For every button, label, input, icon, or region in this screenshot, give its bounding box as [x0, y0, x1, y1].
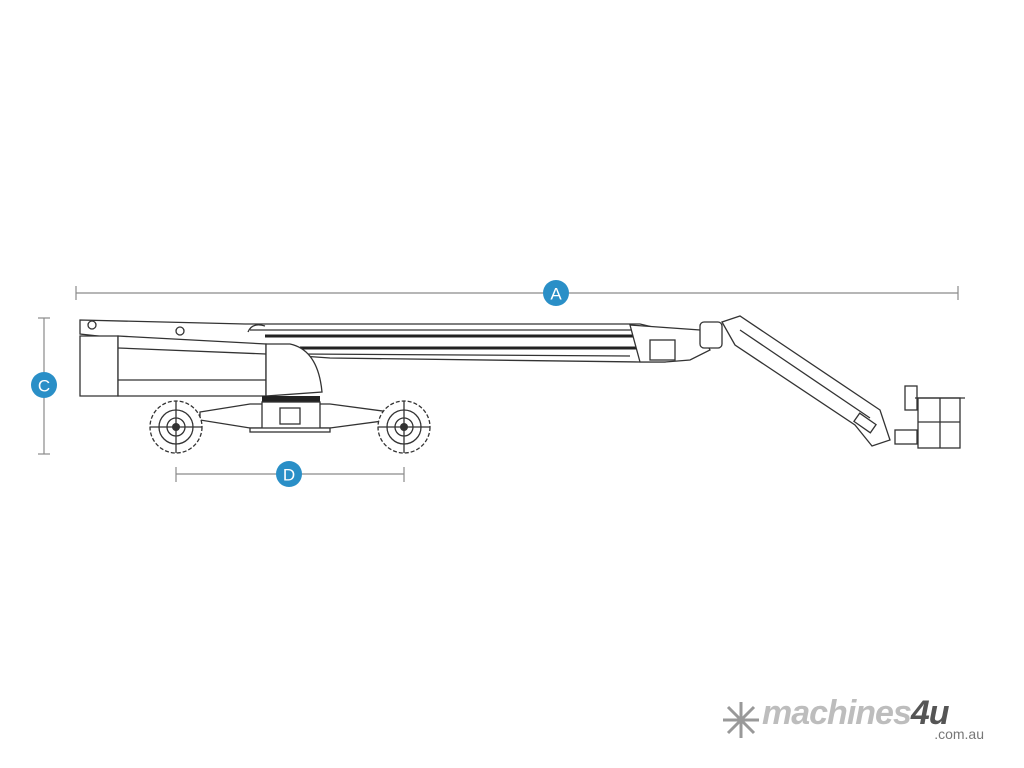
dimension-c: C: [31, 317, 57, 455]
badge-c-label: C: [38, 377, 50, 396]
brand-domain: .com.au: [934, 726, 984, 742]
badge-c: [31, 372, 57, 398]
brand-main: machines: [762, 694, 912, 732]
machines4u-watermark: machines4u .com.au: [724, 694, 994, 746]
front-wheel: [149, 400, 203, 454]
brand-accent: 4u: [910, 694, 950, 732]
badge-a-label: A: [550, 285, 562, 304]
badge-d: [276, 461, 302, 487]
boom-lift-drawing: [79, 315, 965, 454]
machines4u-logo-icon: [723, 702, 759, 738]
badge-d-label: D: [283, 466, 295, 485]
dimension-d: D: [175, 461, 405, 487]
rear-wheel: [377, 400, 431, 454]
badge-a: [543, 280, 569, 306]
dimension-a: A: [75, 280, 959, 306]
